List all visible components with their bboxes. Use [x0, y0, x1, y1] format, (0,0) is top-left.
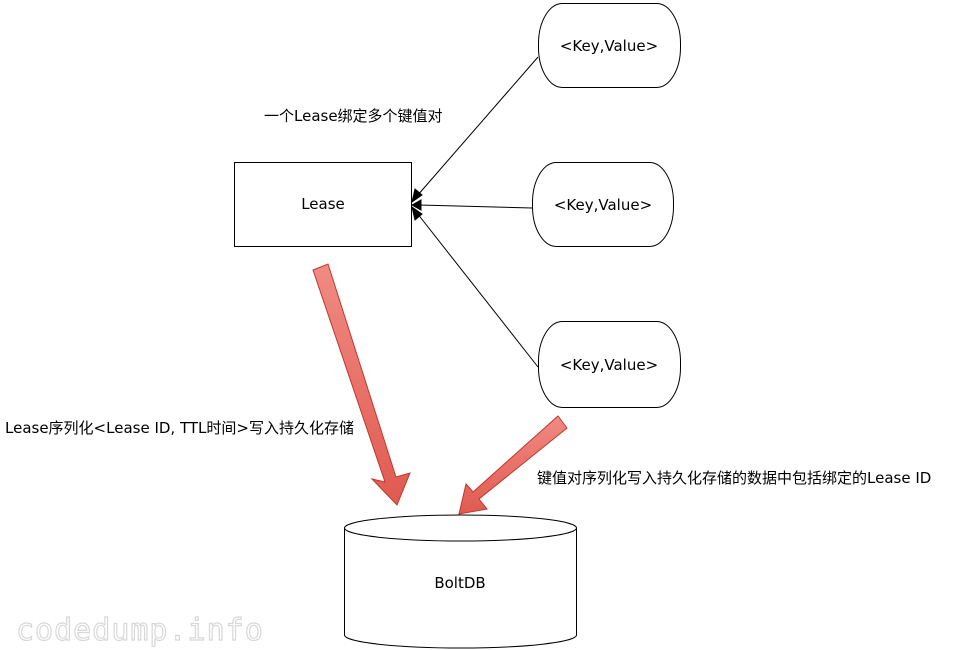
connector-arrowhead-2	[410, 199, 422, 211]
lease-to-db-flow-arrow	[312, 263, 411, 506]
kv-persist-note: 键值对序列化写入持久化存储的数据中包括绑定的Lease ID	[537, 469, 931, 487]
boltdb-node: BoltDB	[344, 514, 577, 649]
connector-arrowhead-1	[411, 188, 423, 204]
kv-label: <Key,Value>	[560, 356, 658, 374]
lease-label: Lease	[301, 195, 345, 213]
connector-line-2	[418, 204, 533, 209]
kv-label: <Key,Value>	[554, 196, 652, 214]
connector-arrowhead-3	[411, 205, 423, 221]
kv-node-2: <Key,Value>	[532, 162, 674, 247]
cylinder-body	[344, 528, 577, 649]
kv-label: <Key,Value>	[560, 37, 658, 55]
kv-node-3: <Key,Value>	[538, 321, 681, 408]
lease-node: Lease	[234, 162, 412, 247]
connector-line-1	[416, 56, 539, 197]
binding-note: 一个Lease绑定多个键值对	[264, 107, 443, 125]
kv-to-lease-connectors	[410, 56, 539, 368]
kv-to-db-flow-arrow	[458, 415, 568, 515]
lease-box	[234, 162, 412, 247]
cylinder-top	[344, 514, 577, 542]
kv-shape	[538, 321, 681, 408]
watermark: codedump.info	[16, 613, 264, 648]
kv-node-1: <Key,Value>	[538, 3, 681, 88]
kv-shape	[538, 3, 681, 88]
boltdb-label: BoltDB	[434, 574, 485, 592]
connector-line-3	[416, 212, 539, 368]
kv-shape	[532, 162, 674, 247]
lease-persist-note: Lease序列化<Lease ID, TTL时间>写入持久化存储	[5, 419, 354, 437]
